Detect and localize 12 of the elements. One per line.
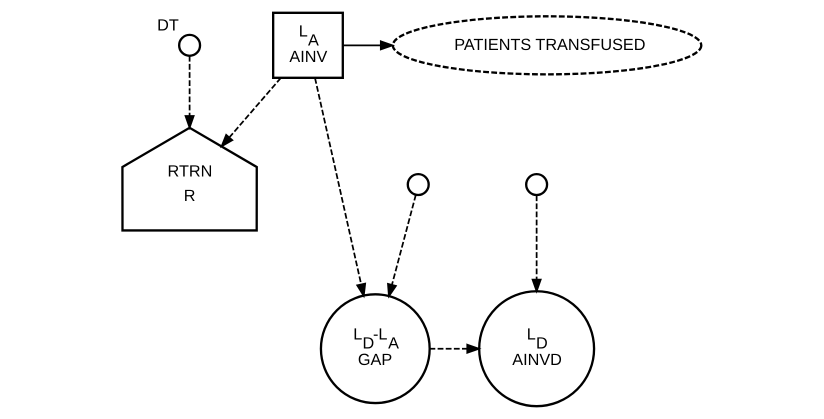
arrow: [220, 77, 282, 148]
node-circle: [406, 172, 430, 196]
arrow: [531, 195, 542, 294]
node-circle: [525, 172, 548, 196]
arrow: [314, 78, 366, 298]
arrow: [387, 194, 417, 299]
node-circle: [178, 34, 202, 57]
arrow: [184, 56, 195, 130]
node-ellipse: PATIENTS TRANSFUSED: [392, 15, 702, 76]
node-label: DT: [157, 16, 179, 34]
arrow: [430, 343, 482, 354]
arrow: [343, 40, 396, 51]
